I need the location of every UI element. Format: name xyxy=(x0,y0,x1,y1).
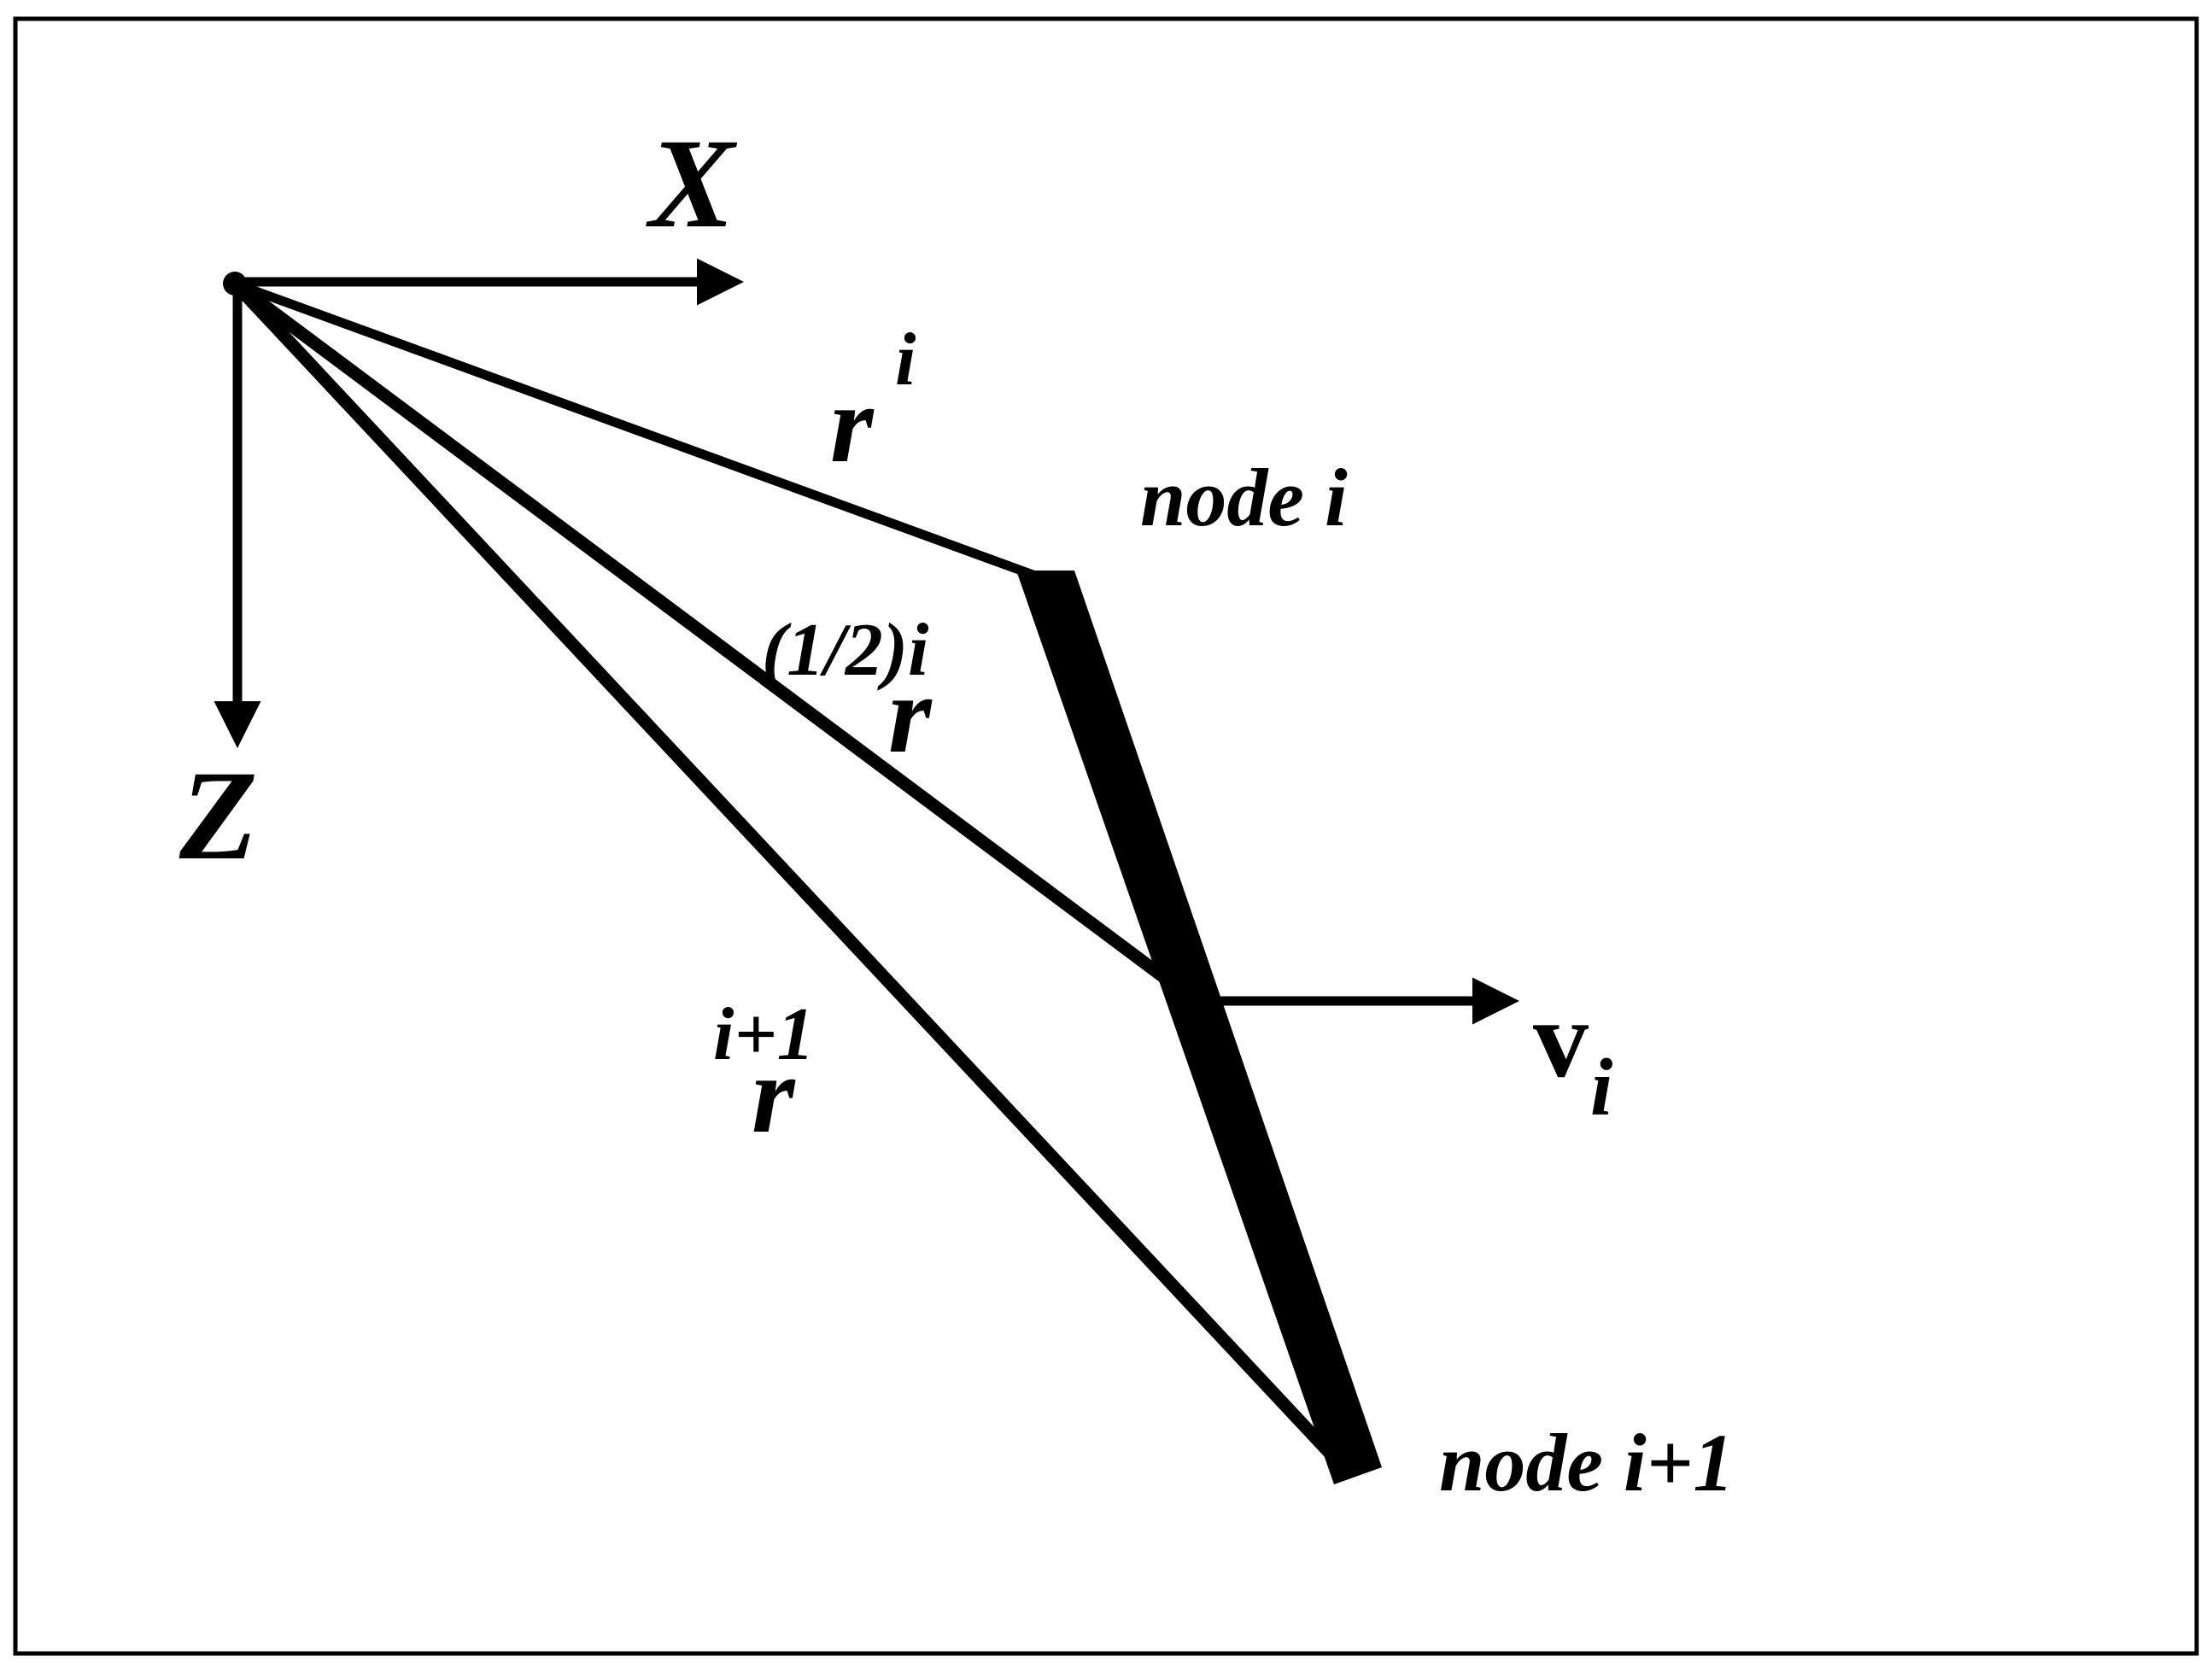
velocity-subscript: i xyxy=(1590,1042,1612,1132)
velocity-label: v i xyxy=(1533,978,1612,1132)
r-half-label: (1/2)i r xyxy=(762,609,933,776)
z-axis-label: Z xyxy=(178,745,258,887)
node-i-label: node i xyxy=(1140,452,1348,543)
velocity-symbol: v xyxy=(1533,978,1589,1101)
r-i1-label: i+1 r xyxy=(713,993,815,1156)
r-half-superscript: (1/2)i xyxy=(762,609,929,692)
r-i-symbol: r xyxy=(830,363,875,486)
r-i1-superscript: i+1 xyxy=(713,993,815,1076)
r-i-label: r i xyxy=(830,319,916,486)
r-i-superscript: i xyxy=(895,319,916,401)
node-i1-label: node i+1 xyxy=(1439,1417,1734,1508)
element-segment xyxy=(1016,571,1382,1484)
r-i1-vector xyxy=(230,278,1356,1481)
r-half-vector xyxy=(231,278,1200,1007)
position-vectors xyxy=(230,278,1356,1481)
diagram-frame xyxy=(13,16,2199,1656)
r-i-vector xyxy=(233,278,1039,582)
r-half-symbol: r xyxy=(888,653,933,776)
x-axis-label: X xyxy=(646,113,738,255)
r-i1-symbol: r xyxy=(752,1033,796,1156)
